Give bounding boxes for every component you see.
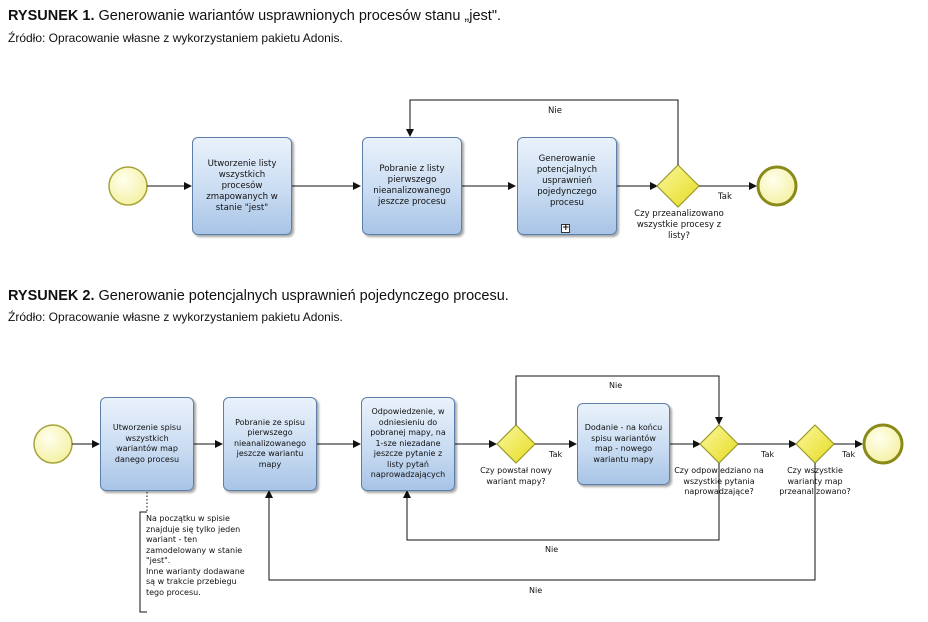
fig2-gateway1 bbox=[496, 424, 536, 464]
fig1-task-fetch-process-label: Pobranie z listy pierwszego nieanalizowa… bbox=[373, 164, 451, 207]
figure1-caption: RYSUNEK 1. Generowanie wariantów usprawn… bbox=[8, 7, 501, 25]
fig2-label-no-top: Nie bbox=[609, 381, 623, 390]
fig2-annotation: Na początku w spisie znajduje się tylko … bbox=[146, 514, 245, 597]
fig2-flow-no-bottom bbox=[265, 463, 816, 581]
fig2-label-yes-1: Tak bbox=[549, 450, 563, 459]
fig2-task-answer-question-label: Odpowiedzenie, w odniesieniu do pobranej… bbox=[370, 407, 446, 480]
fig1-task-create-list: Utworzenie listy wszystkich procesów zma… bbox=[192, 137, 292, 235]
fig1-label-no: Nie bbox=[548, 106, 562, 116]
fig2-gateway2-question: Czy odpowiedziano na wszystkie pytania n… bbox=[674, 466, 764, 496]
fig1-gateway bbox=[656, 164, 700, 208]
fig2-gateway3 bbox=[795, 424, 835, 464]
figure2-caption: RYSUNEK 2. Generowanie potencjalnych usp… bbox=[8, 287, 509, 305]
fig2-gateway1-question: Czy powstał nowy wariant mapy? bbox=[480, 466, 552, 486]
fig2-label-yes-2: Tak bbox=[761, 450, 775, 459]
fig2-task-create-list-label: Utworzenie spisu wszystkich wariantów ma… bbox=[112, 423, 182, 464]
fig2-end-event bbox=[862, 423, 904, 465]
fig2-task-create-list: Utworzenie spisu wszystkich wariantów ma… bbox=[100, 397, 194, 491]
annotation-bracket bbox=[139, 511, 147, 613]
fig2-label-no-bottom: Nie bbox=[529, 586, 543, 595]
fig1-gateway-question: Czy przeanalizowano wszystkie procesy z … bbox=[634, 209, 724, 241]
fig2-flow-no-mid bbox=[403, 463, 720, 541]
fig2-task-answer-question: Odpowiedzenie, w odniesieniu do pobranej… bbox=[361, 397, 455, 491]
fig2-task-fetch-variant: Pobranie ze spisu pierwszego nieanalizow… bbox=[223, 397, 317, 491]
fig1-subprocess-generate-label: Generowanie potencjalnych usprawnień poj… bbox=[536, 153, 598, 208]
fig2-start-event bbox=[33, 424, 73, 464]
fig1-start-event bbox=[108, 166, 148, 206]
figure2-source: Źródło: Opracowanie własne z wykorzystan… bbox=[8, 310, 343, 324]
fig1-task-fetch-process: Pobranie z listy pierwszego nieanalizowa… bbox=[362, 137, 462, 235]
figure2-caption-text: Generowanie potencjalnych usprawnień poj… bbox=[98, 288, 509, 304]
fig1-end-event bbox=[756, 165, 798, 207]
subprocess-expand-icon: + bbox=[561, 223, 570, 233]
figure1-source: Źródło: Opracowanie własne z wykorzystan… bbox=[8, 31, 343, 45]
fig2-label-yes-3: Tak bbox=[842, 450, 856, 459]
fig1-task-create-list-label: Utworzenie listy wszystkich procesów zma… bbox=[206, 158, 278, 213]
fig2-task-add-variant-label: Dodanie - na końcu spisu wariantów map -… bbox=[584, 423, 663, 464]
fig1-subprocess-generate: Generowanie potencjalnych usprawnień poj… bbox=[517, 137, 617, 235]
figure1-caption-text: Generowanie wariantów usprawnionych proc… bbox=[98, 8, 502, 24]
figure2-caption-label: RYSUNEK 2. bbox=[8, 288, 95, 304]
fig2-flow-no-top bbox=[515, 375, 723, 425]
fig2-task-fetch-variant-label: Pobranie ze spisu pierwszego nieanalizow… bbox=[233, 417, 307, 469]
fig2-task-add-variant: Dodanie - na końcu spisu wariantów map -… bbox=[577, 403, 670, 485]
figure1-caption-label: RYSUNEK 1. bbox=[8, 8, 95, 24]
fig2-gateway2 bbox=[699, 424, 739, 464]
fig1-label-yes: Tak bbox=[718, 192, 732, 202]
fig2-gateway3-question: Czy wszystkie warianty map przeanalizowa… bbox=[779, 466, 851, 496]
fig2-label-no-mid: Nie bbox=[545, 545, 559, 554]
fig1-flow-no bbox=[406, 99, 679, 165]
